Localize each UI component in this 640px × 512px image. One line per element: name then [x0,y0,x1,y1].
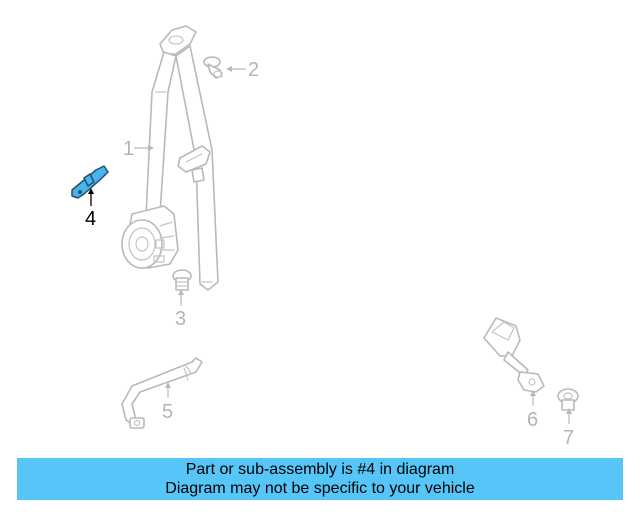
banner-line-2: Diagram may not be specific to your vehi… [165,480,475,497]
part-2-bolt[interactable] [203,56,223,79]
callout-2: 2 [248,59,259,81]
part-6-buckle[interactable] [483,317,545,393]
callout-5: 5 [162,401,173,423]
callout-1: 1 [123,138,134,160]
leader-arrows [88,66,572,424]
callout-3: 3 [175,308,186,330]
part-4-bracket-highlighted[interactable] [71,165,109,199]
callout-6: 6 [527,409,538,431]
callout-7: 7 [563,427,574,449]
part-3-bolt[interactable] [172,269,192,291]
callout-4: 4 [85,208,96,230]
part-5-rail[interactable] [121,357,203,429]
part-1-seat-belt-assembly[interactable] [121,25,219,291]
part-7-bolt[interactable] [557,388,579,411]
banner-line-1: Part or sub-assembly is #4 in diagram [185,461,455,478]
info-banner: Part or sub-assembly is #4 in diagram Di… [17,458,623,500]
